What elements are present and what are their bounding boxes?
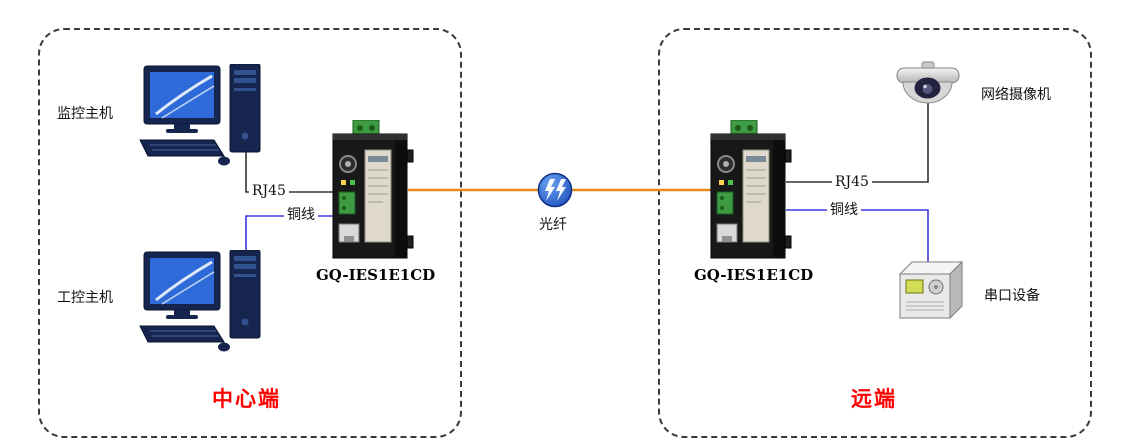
serial-device-label: 串口设备 — [984, 288, 1040, 304]
serial-device-icon — [892, 256, 968, 328]
media-converter-icon — [709, 119, 793, 262]
media-converter-icon — [331, 119, 415, 262]
remote-zone-boundary — [658, 28, 1092, 438]
fiber-link-icon — [536, 171, 574, 209]
dome-camera-icon — [894, 60, 962, 118]
fiber-label: 光纤 — [539, 217, 567, 233]
center-zone-label: 中心端 — [212, 386, 281, 411]
left-device-label: GQ-IES1E1CD — [316, 266, 436, 284]
industrial-host-label: 工控主机 — [57, 290, 113, 306]
camera-label: 网络摄像机 — [981, 87, 1051, 103]
right-device-label: GQ-IES1E1CD — [694, 266, 814, 284]
copper-label-right: 铜线 — [827, 202, 861, 219]
rj45-label-right: RJ45 — [832, 174, 872, 191]
rj45-line-left — [245, 148, 333, 193]
desktop-computer-icon — [136, 63, 264, 166]
monitor-host-label: 监控主机 — [57, 106, 113, 122]
desktop-computer-icon — [136, 249, 264, 352]
rj45-label-left: RJ45 — [249, 183, 289, 200]
center-zone-boundary — [38, 28, 462, 438]
copper-label-left: 铜线 — [284, 207, 318, 224]
remote-zone-label: 远端 — [851, 386, 897, 411]
